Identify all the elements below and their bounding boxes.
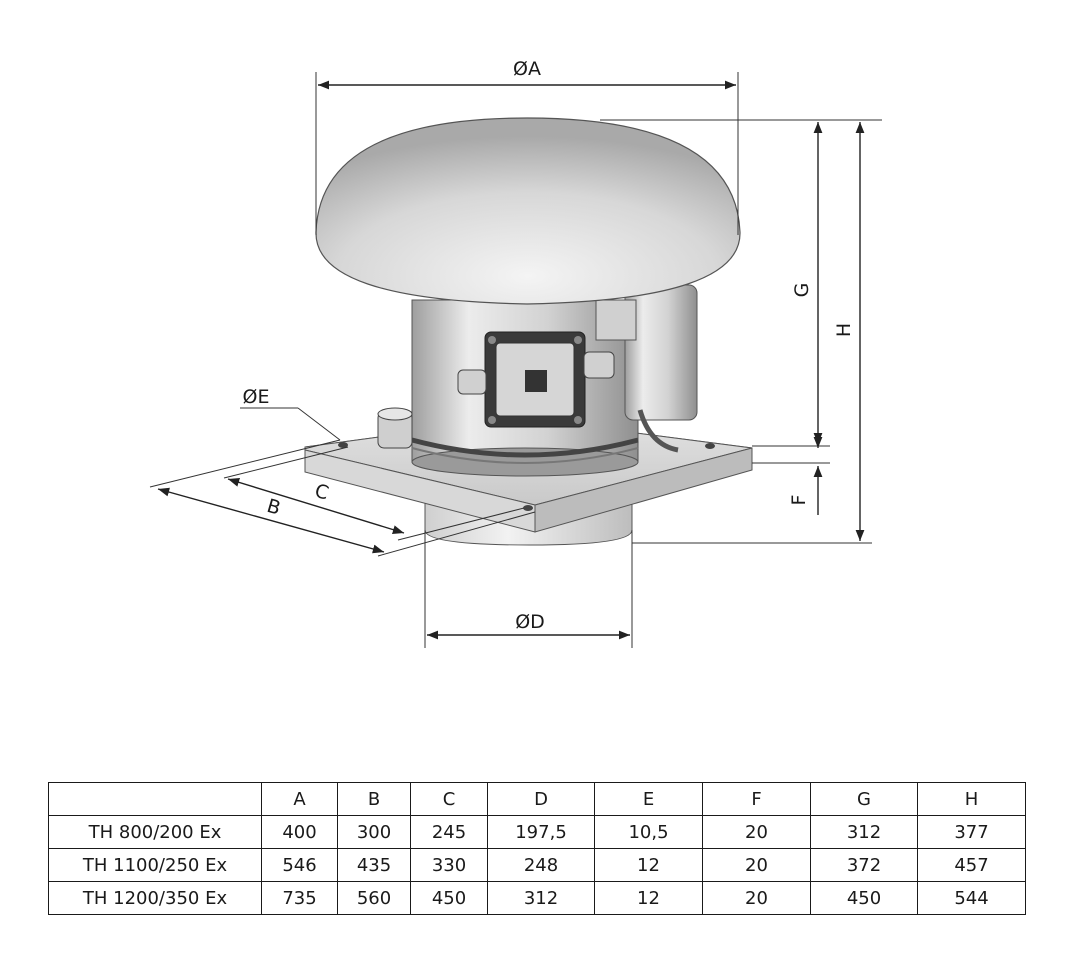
dimension-a-label: ØA <box>513 58 541 80</box>
table-header-cell: C <box>410 782 488 816</box>
table-header-cell: A <box>261 782 338 816</box>
model-name-cell: TH 1200/350 Ex <box>48 881 262 915</box>
table-cell: 450 <box>410 881 488 915</box>
table-cell: 544 <box>917 881 1026 915</box>
table-cell: 245 <box>410 815 488 849</box>
table-cell: 12 <box>594 881 703 915</box>
table-cell: 546 <box>261 848 338 882</box>
table-header-cell: F <box>702 782 811 816</box>
dimension-f: F <box>752 436 830 515</box>
dimension-table: A B C D E F G H TH 800/200 Ex 400 300 24… <box>48 782 1026 915</box>
dimension-g-label: G <box>791 283 813 298</box>
table-cell: 560 <box>337 881 411 915</box>
table-header-cell: B <box>337 782 411 816</box>
terminal-box <box>457 331 615 428</box>
table-header-row: A B C D E F G H <box>48 782 1026 816</box>
table-cell: 330 <box>410 848 488 882</box>
fan-dimension-drawing: ØA G H F B C ØE <box>149 58 882 648</box>
table-cell: 12 <box>594 848 703 882</box>
table-cell: 312 <box>487 881 595 915</box>
motor-unit <box>595 284 698 453</box>
table-row: TH 1200/350 Ex 735 560 450 312 12 20 450… <box>48 881 1026 915</box>
dimension-h: H <box>632 121 872 544</box>
table-cell: 435 <box>337 848 411 882</box>
dimension-g: G <box>600 119 882 447</box>
table-header-cell <box>48 782 262 816</box>
table-header-cell: E <box>594 782 703 816</box>
table-header-cell: D <box>487 782 595 816</box>
table-cell: 400 <box>261 815 338 849</box>
table-cell: 312 <box>810 815 918 849</box>
dimension-b-label: B <box>264 495 283 520</box>
model-name-cell: TH 1100/250 Ex <box>48 848 262 882</box>
table-cell: 197,5 <box>487 815 595 849</box>
mounting-hole <box>523 505 533 511</box>
dimension-e-label: ØE <box>243 386 270 408</box>
model-name-cell: TH 800/200 Ex <box>48 815 262 849</box>
dimension-d-label: ØD <box>515 611 545 633</box>
table-row: TH 800/200 Ex 400 300 245 197,5 10,5 20 … <box>48 815 1026 849</box>
table-header-cell: H <box>917 782 1026 816</box>
dimension-e: ØE <box>240 386 341 441</box>
table-header-cell: G <box>810 782 918 816</box>
table-cell: 450 <box>810 881 918 915</box>
table-cell: 20 <box>702 848 811 882</box>
table-row: TH 1100/250 Ex 546 435 330 248 12 20 372… <box>48 848 1026 882</box>
table-cell: 10,5 <box>594 815 703 849</box>
table-cell: 377 <box>917 815 1026 849</box>
table-cell: 248 <box>487 848 595 882</box>
dimension-c-label: C <box>312 480 331 505</box>
dimension-a: ØA <box>315 58 739 235</box>
table-cell: 735 <box>261 881 338 915</box>
dimension-c: C <box>223 446 525 541</box>
dimension-d: ØD <box>424 530 633 648</box>
table-cell: 300 <box>337 815 411 849</box>
table-cell: 20 <box>702 815 811 849</box>
dome-hood <box>315 117 741 305</box>
dimension-h-label: H <box>833 323 855 337</box>
table-cell: 20 <box>702 881 811 915</box>
cable-gland <box>377 407 413 449</box>
table-cell: 372 <box>810 848 918 882</box>
mounting-hole <box>705 443 715 449</box>
dimension-f-label: F <box>788 495 810 506</box>
mounting-hole <box>338 442 348 448</box>
table-cell: 457 <box>917 848 1026 882</box>
